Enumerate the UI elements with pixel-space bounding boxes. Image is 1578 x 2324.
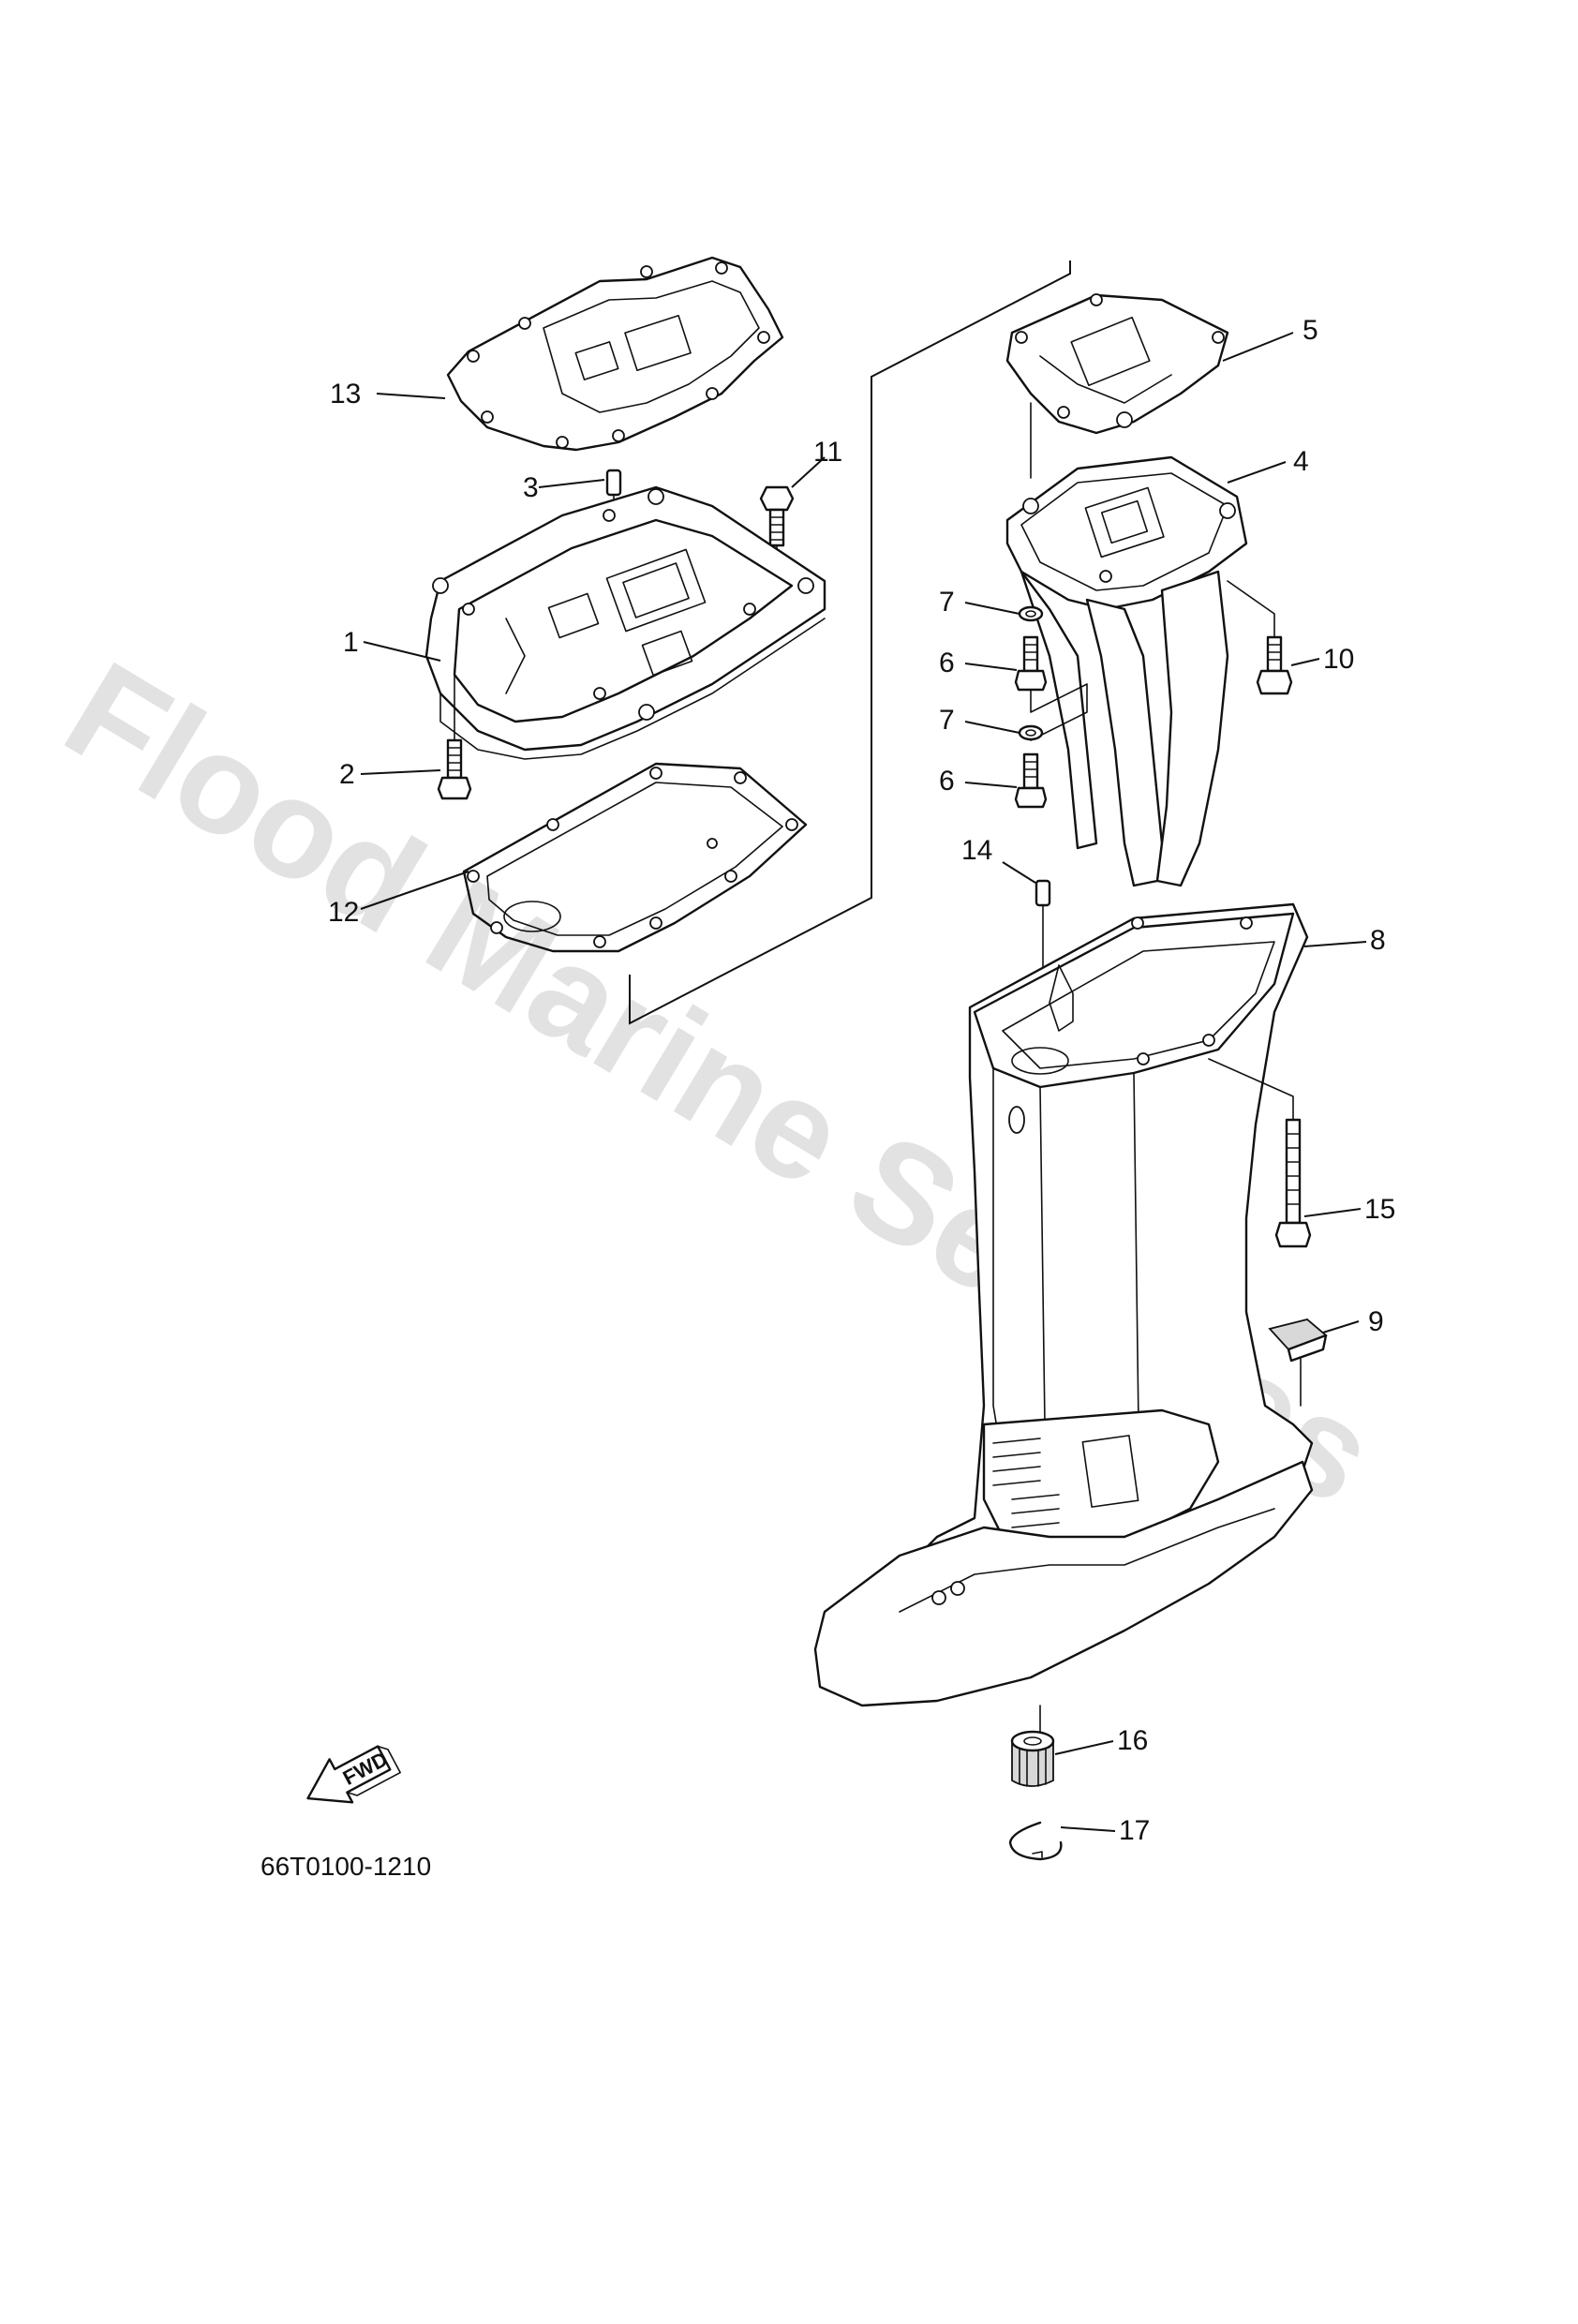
part-4-exhaust-manifold [1005, 455, 1275, 887]
part-7-washer-lower [1018, 724, 1044, 741]
part-2-bolt [437, 711, 472, 800]
callout-5: 5 [1303, 315, 1318, 346]
callout-labels: 13 3 11 1 2 12 5 4 7 6 10 7 6 14 8 15 9 … [328, 315, 1395, 1846]
callout-8: 8 [1370, 925, 1386, 956]
group-guide-line [629, 261, 1071, 1025]
callout-10: 10 [1323, 644, 1354, 675]
callout-14: 14 [961, 835, 992, 866]
part-6-bolt-lower [1014, 752, 1048, 809]
part-9-plug [1268, 1318, 1328, 1407]
callout-3: 3 [523, 472, 539, 503]
callout-17: 17 [1119, 1815, 1150, 1846]
callout-7-lower: 7 [939, 705, 955, 736]
drawing-code: 66T0100-1210 [261, 1852, 431, 1881]
part-3-dowel-pin [605, 469, 622, 516]
part-17-circlip [1008, 1821, 1063, 1861]
part-11-bolt [759, 485, 795, 582]
part-13-gasket-upper [446, 256, 784, 452]
part-6-bolt-upper [1014, 635, 1048, 692]
callout-6-lower: 6 [939, 766, 955, 797]
callout-7-upper: 7 [939, 587, 955, 618]
callout-4: 4 [1293, 446, 1309, 477]
part-5-exhaust-gasket [1005, 293, 1229, 479]
callout-12: 12 [328, 897, 359, 928]
part-16-bushing [1010, 1705, 1055, 1787]
callout-9: 9 [1368, 1306, 1384, 1337]
part-15-bolt-long [1274, 1118, 1312, 1248]
callout-2: 2 [339, 759, 355, 790]
part-1-upper-case-plate [424, 485, 826, 760]
callout-13: 13 [330, 379, 361, 410]
callout-11: 11 [813, 437, 842, 468]
callout-6-upper: 6 [939, 648, 955, 678]
fwd-arrow-icon: FWD [306, 1745, 401, 1804]
callout-16: 16 [1117, 1725, 1148, 1756]
callout-15: 15 [1364, 1194, 1395, 1225]
part-8-upper-casing [813, 902, 1314, 1707]
leader-lines [360, 332, 1367, 1832]
callout-1: 1 [343, 627, 359, 658]
part-12-gasket-lower [462, 762, 808, 953]
fastener-guide-line [1030, 683, 1088, 741]
part-7-washer-upper [1018, 605, 1044, 622]
part-10-bolt [1256, 635, 1293, 695]
